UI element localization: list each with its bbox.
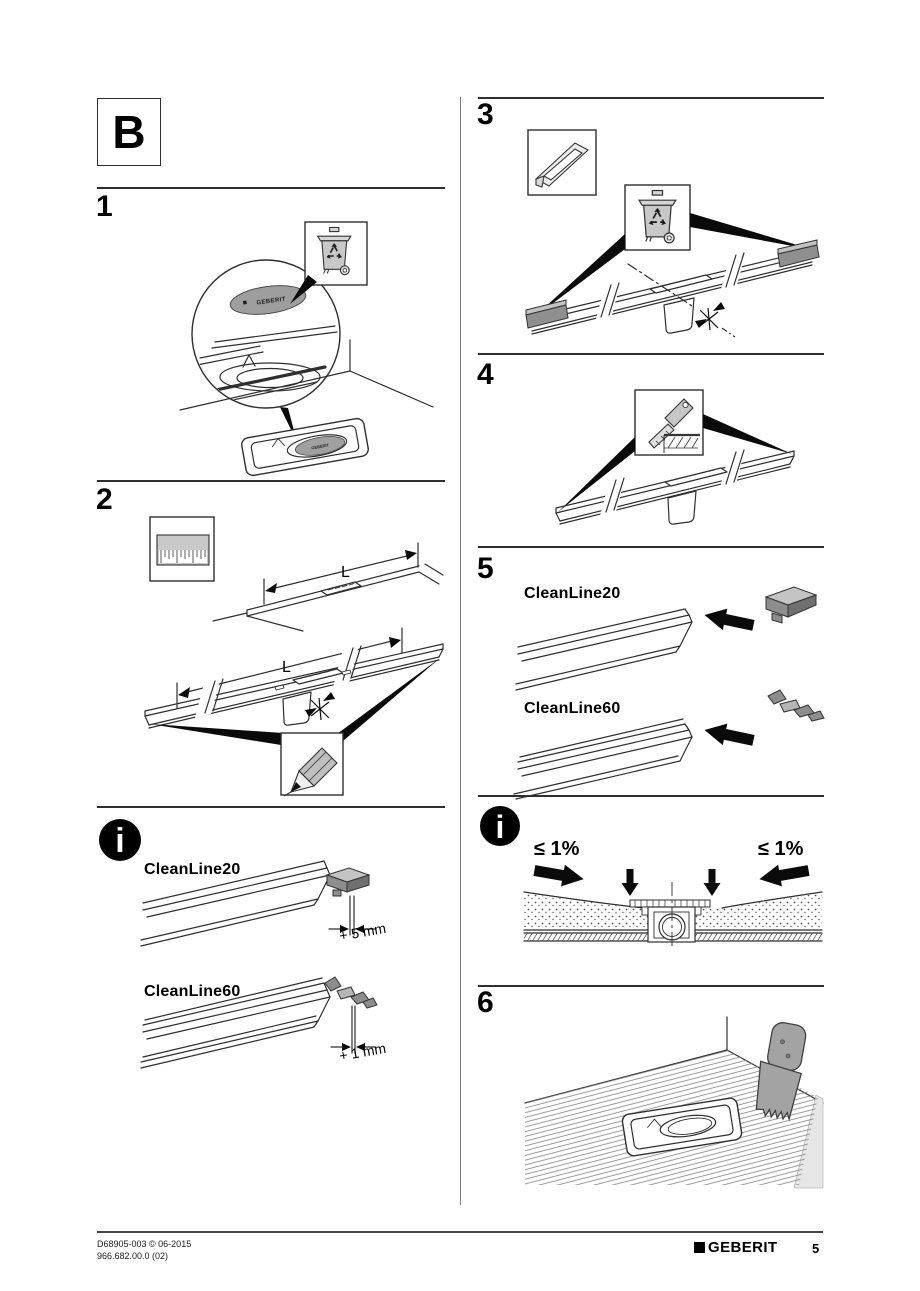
rule-step4-5 xyxy=(478,546,824,548)
end-cap-part-20 xyxy=(764,586,818,624)
cleanline20-profile xyxy=(140,860,331,947)
slope-label-right: ≤ 1% xyxy=(758,838,804,860)
insert-arrow-20 xyxy=(702,604,756,637)
room-corner-lines xyxy=(179,339,434,411)
step1-illustration: GEBERIT GEBERIT xyxy=(179,221,434,477)
footer-document-code: D68905-003 © 06-2015 xyxy=(97,1239,192,1249)
step2-illustration: L L xyxy=(144,516,444,797)
rule-under-b xyxy=(97,187,445,189)
press-arrow-left xyxy=(621,869,639,896)
rule-info-step6 xyxy=(478,985,824,987)
cleanline60-step5-label: CleanLine60 xyxy=(524,700,621,717)
step4-illustration xyxy=(555,389,795,525)
cleanline60-info-label: CleanLine60 xyxy=(144,983,241,1000)
cleanline20-step5-label: CleanLine20 xyxy=(524,585,621,602)
callout-pointer xyxy=(290,275,317,304)
length-drawing-channel xyxy=(144,627,444,729)
info-icon xyxy=(99,819,141,861)
cleanline20-offset-dim xyxy=(328,895,376,936)
pointer-to-pencil-left xyxy=(150,724,283,745)
cleanline20-end-cap xyxy=(325,867,371,897)
step-4-number: 4 xyxy=(477,358,494,391)
marking-icon xyxy=(305,692,335,721)
step-3-number: 3 xyxy=(477,98,494,131)
end-cap-left xyxy=(525,299,569,329)
geberit-logo: GEBERIT xyxy=(694,1239,777,1256)
cleanline60-channel xyxy=(513,718,693,800)
section-letter-box: B xyxy=(97,98,161,166)
slope-arrow-right xyxy=(757,859,811,891)
file-icon xyxy=(648,398,700,453)
info-right-illustration: i xyxy=(480,806,823,950)
length-drawing-floor xyxy=(212,542,444,632)
column-divider xyxy=(460,97,462,1205)
floor-drain: GEBERIT xyxy=(241,417,369,477)
page-number: 5 xyxy=(812,1241,820,1256)
drain-sticker-text: GEBERIT xyxy=(311,442,330,450)
slope-arrow-left xyxy=(532,859,586,891)
cleanline20-info-label: CleanLine20 xyxy=(144,861,241,878)
rule-step2-info xyxy=(97,806,445,808)
pointer-right-4 xyxy=(703,414,792,454)
info-icon-glyph-right: i xyxy=(496,809,505,845)
pointer-right-cap xyxy=(690,213,814,250)
slope-label-left: ≤ 1% xyxy=(534,838,580,860)
cleanline60-profile xyxy=(140,977,331,1069)
comb-part-60 xyxy=(767,689,825,722)
info-icon-glyph: i xyxy=(115,822,124,860)
footer-article-number: 966.682.00.0 (02) xyxy=(97,1251,169,1261)
channel-step4 xyxy=(555,446,795,525)
step6-illustration xyxy=(524,1016,824,1189)
rule-step3-top xyxy=(478,97,824,99)
end-cap-right xyxy=(777,239,820,268)
drain-cross-section xyxy=(629,882,711,950)
press-arrow-right xyxy=(703,869,721,896)
pointer-left-4 xyxy=(558,437,635,512)
step-2-number: 2 xyxy=(96,483,113,516)
marking-icon-3 xyxy=(695,302,736,338)
section-letter: B xyxy=(112,106,146,158)
rule-step3-4 xyxy=(478,353,824,355)
footer-document-info: D68905-003 © 06-2015 966.682.00.0 (02) xyxy=(97,1238,191,1262)
geberit-logo-text: GEBERIT xyxy=(708,1239,778,1256)
sticker-brand-text: GEBERIT xyxy=(256,297,286,307)
step-1-number: 1 xyxy=(96,190,113,223)
drain-frame xyxy=(621,1097,743,1157)
pencil-icon xyxy=(283,747,338,797)
pointer-to-pencil-right xyxy=(337,658,440,741)
cleanline60-offset-dim xyxy=(330,1005,377,1054)
info-icon-right xyxy=(480,806,520,846)
floor-cross-section xyxy=(523,882,823,950)
dim-l-top: L xyxy=(341,564,350,581)
protective-cover-icon xyxy=(535,142,589,188)
rule-step1-2 xyxy=(97,480,445,482)
channel-step3 xyxy=(527,248,817,335)
step3-illustration xyxy=(525,129,820,338)
ruler-icon xyxy=(156,534,210,566)
step5-illustration xyxy=(513,586,825,800)
footer-rule xyxy=(97,1231,823,1233)
disposal-callout-box xyxy=(304,221,368,286)
cut-line xyxy=(627,263,693,307)
cleanline20-channel xyxy=(515,608,693,691)
trowel-icon xyxy=(755,1022,807,1122)
cleanline60-comb xyxy=(324,976,378,1009)
dim-l-bottom: L xyxy=(282,659,291,676)
geberit-logo-square xyxy=(694,1242,705,1253)
pointer-left-cap xyxy=(532,234,625,319)
step-5-number: 5 xyxy=(477,552,494,585)
info-left-illustration: i xyxy=(99,819,378,1069)
rule-step5-info xyxy=(478,795,824,797)
step-6-number: 6 xyxy=(477,986,494,1019)
protective-sticker: GEBERIT xyxy=(229,285,307,315)
insert-arrow-60 xyxy=(702,719,756,752)
